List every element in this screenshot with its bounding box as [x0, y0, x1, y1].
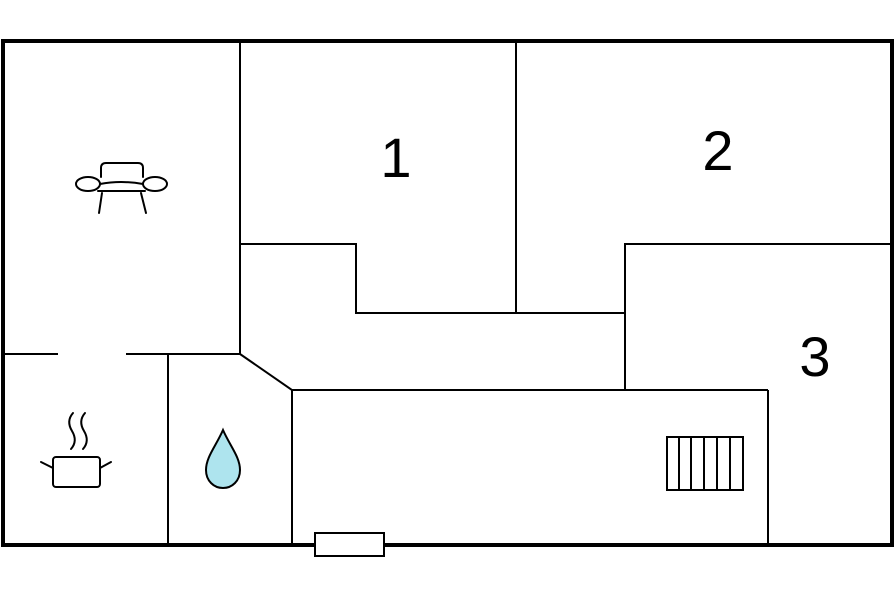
water-drop-icon [204, 427, 242, 490]
sofa-icon [75, 162, 168, 214]
outer-wall [1, 39, 894, 547]
stairs-icon [666, 436, 744, 491]
room-label-3: 3 [799, 325, 830, 388]
entrance-door-icon [314, 532, 385, 557]
room-label-2: 2 [702, 119, 733, 182]
room-label-1: 1 [380, 126, 411, 189]
interior-walls [3, 41, 892, 545]
cooking-pot-icon [40, 412, 112, 488]
